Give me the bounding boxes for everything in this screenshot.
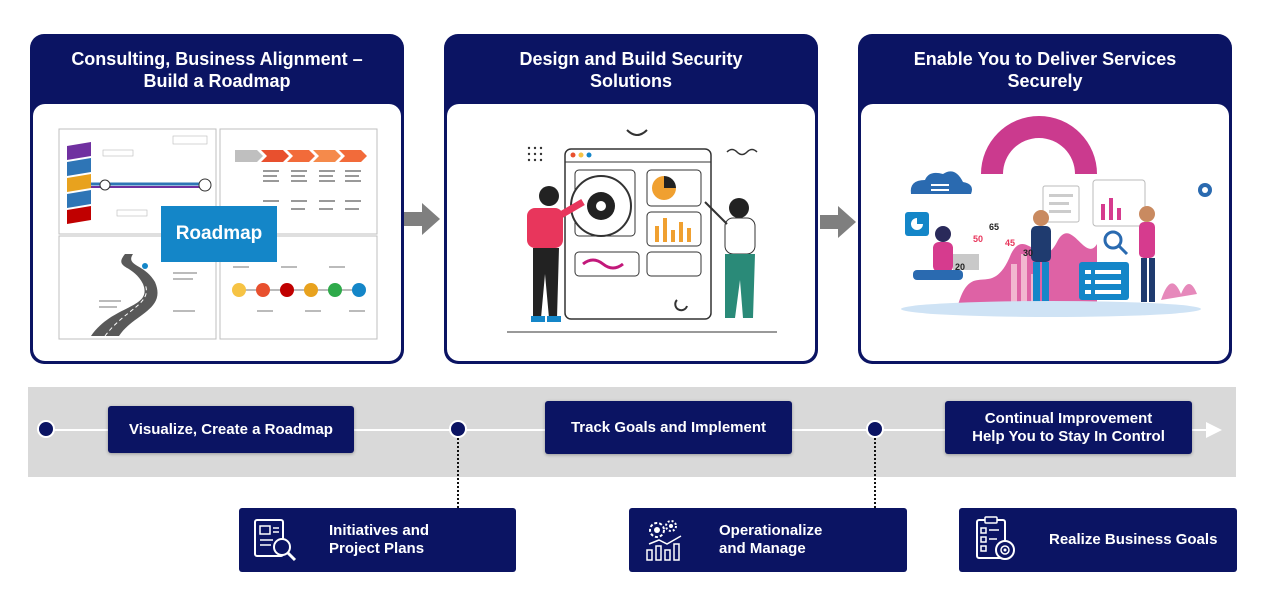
chart-number: 45 <box>1005 238 1015 248</box>
chart-number: 50 <box>973 234 983 244</box>
sub-step-initiatives: Initiatives and Project Plans <box>239 508 516 572</box>
checklist-target-icon <box>976 516 1015 560</box>
card-design-build: Design and Build Security Solutions <box>444 34 818 364</box>
timeline-dot <box>449 420 467 438</box>
chart-number: 20 <box>955 262 965 272</box>
sub-step-operationalize: Operationalize and Manage <box>629 508 907 572</box>
card-deliver-services: Enable You to Deliver Services Securely <box>858 34 1232 364</box>
stage-track-goals: Track Goals and Implement <box>545 401 792 454</box>
connector-line <box>874 438 876 508</box>
card-roadmap: Consulting, Business Alignment – Build a… <box>30 34 404 364</box>
sub-step-label: Operationalize and Manage <box>719 522 823 557</box>
sub-step-realize: Realize Business Goals <box>959 508 1237 572</box>
connector-line <box>457 438 459 508</box>
sub-step-label: Realize Business Goals <box>1049 531 1218 548</box>
document-search-icon <box>254 519 297 562</box>
timeline-arrow-icon <box>1206 422 1222 438</box>
card-title: Consulting, Business Alignment – Build a… <box>71 49 363 91</box>
stage-continual-improvement: Continual Improvement Help You to Stay I… <box>945 401 1192 454</box>
arrow-right-icon <box>820 206 856 238</box>
card-illustration: 65 50 45 20 30 <box>861 104 1229 361</box>
sub-step-label: Initiatives and Project Plans <box>329 522 430 557</box>
chart-number: 30 <box>1023 248 1033 258</box>
arrow-right-icon <box>404 203 440 235</box>
roadmap-badge: Roadmap <box>161 206 277 262</box>
card-title: Design and Build Security Solutions <box>519 49 743 91</box>
timeline-dot <box>866 420 884 438</box>
analytics-team-illustration: 65 50 45 20 30 <box>901 116 1212 317</box>
chart-number: 65 <box>989 222 999 232</box>
card-title: Enable You to Deliver Services Securely <box>913 49 1177 91</box>
security-dashboard-illustration <box>507 129 777 333</box>
gears-chart-icon <box>646 520 682 561</box>
stage-visualize: Visualize, Create a Roadmap <box>108 406 354 453</box>
timeline-dot <box>37 420 55 438</box>
card-illustration: Roadmap <box>33 104 401 361</box>
card-illustration <box>447 104 815 361</box>
